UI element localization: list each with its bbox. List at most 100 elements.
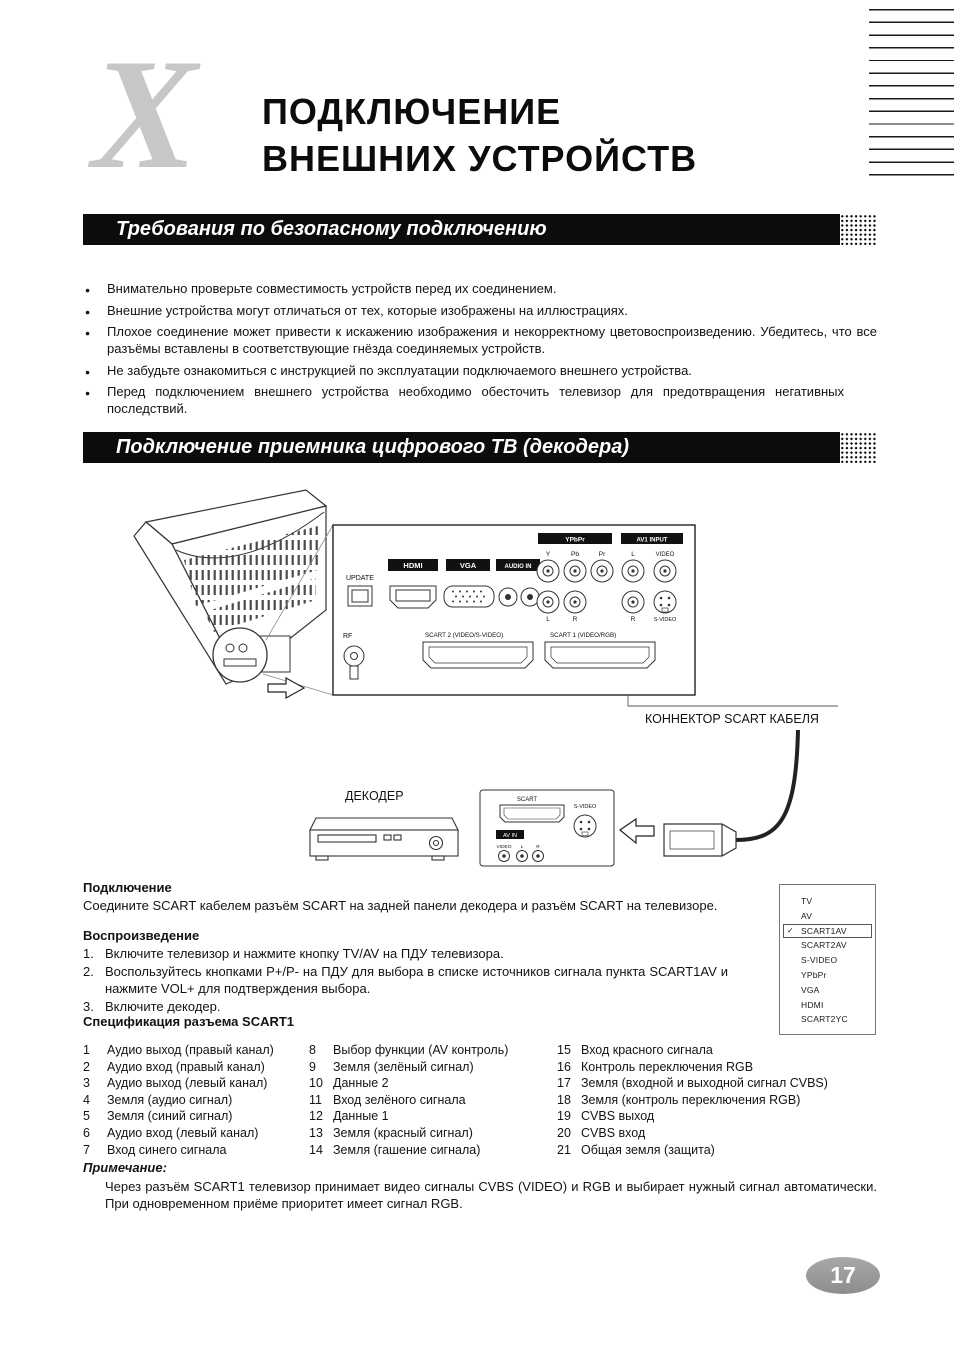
- audio-in-label: AUDIO IN: [505, 564, 532, 570]
- source-item-vga: VGA: [801, 984, 820, 995]
- source-item-av: AV: [801, 910, 813, 921]
- scart-cable-leader-line: [627, 695, 838, 707]
- av1-r-label: R: [631, 616, 636, 623]
- source-item-tv: TV: [801, 896, 813, 906]
- decoder-av-in-label: AV IN: [503, 833, 517, 839]
- scart1-label: SCART 1 (VIDEO/RGB): [550, 632, 616, 639]
- scart2-label: SCART 2 (VIDEO/S-VIDEO): [425, 632, 503, 639]
- bullet-item: Перед подключением внешнего устройства н…: [84, 383, 844, 417]
- section-banner-decoder-text: Подключение приемника цифрового ТВ (деко…: [116, 436, 629, 458]
- bullet-item: Внешние устройства могут отличаться от т…: [84, 302, 877, 321]
- s-video-jack: [653, 590, 677, 614]
- source-item-scart2yc: SCART2YC: [801, 1014, 848, 1025]
- bullet-item: Плохое соединение может привести к искаж…: [84, 323, 877, 357]
- vga-label: VGA: [460, 561, 477, 570]
- magnifier-circle: [212, 627, 268, 683]
- scart2-port: [422, 641, 534, 669]
- decoder-r-label: R: [536, 844, 540, 850]
- note-body: Через разъём SCART1 телевизор принимает …: [105, 1179, 877, 1211]
- playback-steps: 1. Включите телевизор и нажмите кнопку T…: [83, 945, 728, 1016]
- section-banner-safety-text: Требования по безопасному подключению: [116, 218, 547, 240]
- rf-jack: [343, 645, 365, 680]
- source-list: TV AV ✓ SCART1AV SCART2AV S-VIDEO YPbPr …: [779, 884, 876, 1035]
- source-item-scart1av-selected: ✓ SCART1AV: [780, 923, 875, 939]
- arrow-left-icon: [618, 817, 655, 845]
- decoder-illustration: [309, 817, 459, 861]
- av1-jacks: [621, 559, 677, 614]
- spec-heading: Спецификация разъема SCART1: [83, 1014, 295, 1029]
- safety-bullet-list: Внимательно проверьте совместимость устр…: [84, 280, 877, 422]
- s-video-label: S-VIDEO: [654, 617, 677, 623]
- audio-in-label-bg: [496, 559, 540, 571]
- scart-cable-label: КОННЕКТОР SCART КАБЕЛЯ: [645, 712, 819, 726]
- decoder-label: ДЕКОДЕР: [345, 789, 404, 803]
- vga-label-bg: [446, 559, 490, 571]
- halftone-decoration: [840, 432, 877, 463]
- arrow-right-icon: [267, 676, 306, 700]
- decoder-video-label: VIDEO: [497, 844, 512, 850]
- decoder-l-label: L: [521, 844, 524, 850]
- decoder-rear-panel: SCART S-VIDEO AV IN VIDEO L R: [479, 789, 615, 867]
- tv-rear-illustration: [133, 489, 334, 696]
- vga-port: [443, 585, 495, 608]
- pr-label: Pr: [599, 551, 606, 558]
- halftone-decoration: [840, 214, 877, 245]
- av1-video-label: VIDEO: [656, 552, 675, 558]
- update-label: UPDATE: [346, 575, 374, 582]
- audio-in-jacks: [498, 587, 540, 607]
- page-title-line2: ВНЕШНИХ УСТРОЙСТВ: [262, 138, 698, 179]
- connection-heading: Подключение: [83, 880, 172, 895]
- av1-l-label: L: [631, 551, 635, 558]
- pb-label: Pb: [571, 551, 579, 558]
- hdmi-label-bg: [388, 559, 438, 571]
- y-label: Y: [546, 551, 551, 558]
- ypbpr-jacks: [536, 559, 614, 614]
- decoder-s-video-label: S-VIDEO: [574, 804, 597, 810]
- page-number-badge: 17: [806, 1257, 880, 1294]
- rf-label: RF: [343, 633, 352, 640]
- source-item-s-video: S-VIDEO: [801, 955, 838, 966]
- playback-step: 2. Воспользуйтесь кнопками P+/P- на ПДУ …: [83, 964, 728, 996]
- connection-body: Соедините SCART кабелем разъём SCART на …: [83, 898, 718, 913]
- chapter-letter: X: [92, 27, 198, 202]
- section-banner-decoder: Подключение приемника цифрового ТВ (деко…: [83, 432, 877, 463]
- av1-input-label-bg: [621, 533, 683, 544]
- av1-input-label: AV1 INPUT: [637, 538, 668, 544]
- source-item-hdmi: HDMI: [801, 999, 824, 1010]
- section-banner-safety: Требования по безопасному подключению: [83, 214, 877, 245]
- note-heading: Примечание:: [83, 1160, 167, 1175]
- check-icon: ✓: [787, 925, 794, 935]
- connection-diagram: UPDATE HDMI VGA AUDI: [133, 489, 838, 867]
- hdmi-port: [389, 585, 437, 609]
- audio-l-label: L: [546, 616, 550, 623]
- source-item-scart2av: SCART2AV: [801, 940, 847, 951]
- hdmi-label: HDMI: [403, 561, 422, 570]
- playback-step: 3. Включите декодер.: [83, 999, 221, 1014]
- update-port: [347, 585, 373, 607]
- scart-plug-illustration: [663, 729, 800, 857]
